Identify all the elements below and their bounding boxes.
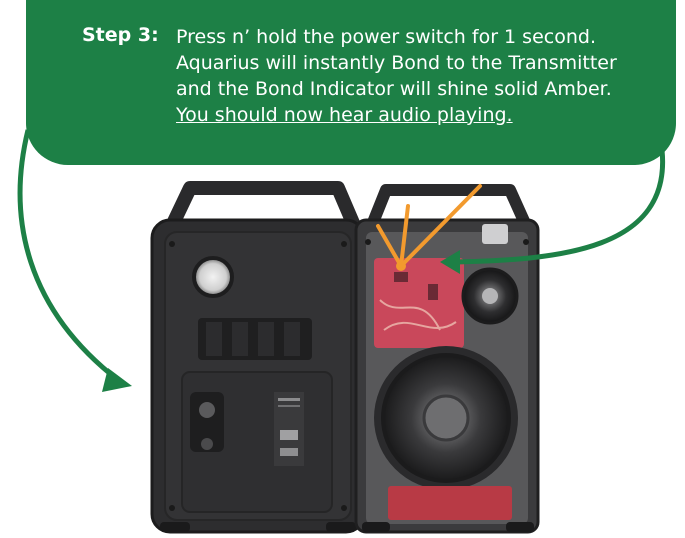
power-switch-recess (190, 392, 224, 452)
step-label: Step 3: (82, 24, 159, 46)
instruction-line-1: Press n’ hold the power switch for 1 sec… (176, 26, 596, 48)
curved-arrow-down-right-icon (17, 129, 120, 382)
curved-arrow-left-icon (451, 149, 666, 265)
bass-port (192, 256, 234, 298)
arrow-head-right (440, 250, 460, 274)
arrow-head-left (102, 368, 132, 392)
power-jack (201, 438, 213, 450)
circuit-board (374, 258, 464, 348)
instruction-line-3: and the Bond Indicator will shine solid … (176, 78, 612, 100)
step-instructions: Press n’ hold the power switch for 1 sec… (176, 24, 676, 128)
power-switch (199, 402, 215, 418)
instruction-line-2: Aquarius will instantly Bond to the Tran… (176, 52, 617, 74)
instruction-callout (26, 0, 676, 165)
vent-slots (198, 318, 312, 360)
amber-light-rays-icon (376, 184, 482, 268)
instruction-line-4: You should now hear audio playing. (176, 104, 513, 126)
speaker-back-view (150, 181, 366, 534)
speaker-open-view (354, 184, 540, 534)
